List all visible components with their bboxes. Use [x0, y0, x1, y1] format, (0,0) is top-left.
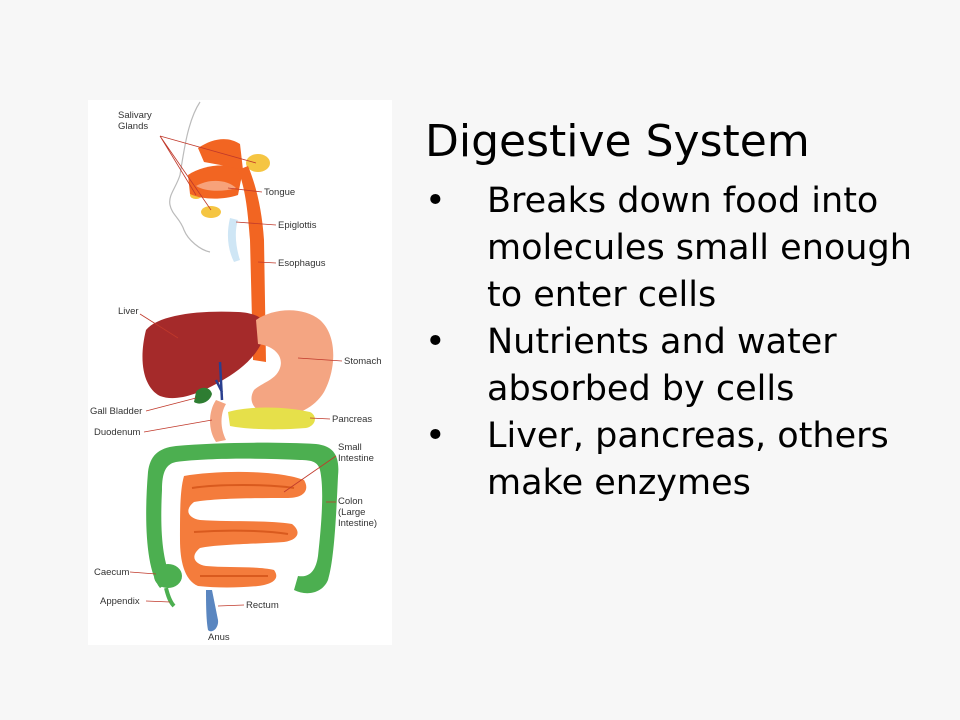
bullet-item: • Breaks down food into molecules small … [425, 178, 945, 319]
diagram-illustration: Salivary Glands Tongue Epiglottis Esopha… [90, 101, 382, 643]
leader-epiglottis [235, 221, 277, 226]
leader-esophagus [257, 261, 277, 264]
bile-duct-shape [214, 361, 224, 401]
label-caecum: Caecum [94, 567, 129, 578]
nasal-passage-shape [198, 139, 243, 170]
leader-salivary-glands [159, 135, 257, 211]
bullet-text: Nutrients and water absorbed by cells [487, 322, 837, 409]
duodenum-shape [210, 400, 226, 442]
bullet-text: Breaks down food into molecules small en… [487, 181, 912, 315]
leader-pancreas [309, 417, 331, 420]
label-stomach: Stomach [344, 356, 382, 367]
label-appendix: Appendix [100, 596, 140, 607]
rectum-shape [206, 590, 219, 632]
leader-tongue [227, 187, 263, 193]
label-rectum: Rectum [246, 600, 279, 611]
slide-title: Digestive System [425, 116, 810, 167]
digestive-system-diagram: Salivary Glands Tongue Epiglottis Esopha… [88, 100, 392, 645]
small-intestine-folds [191, 484, 295, 577]
trachea-shape [227, 218, 240, 262]
label-salivary-glands-line1: Salivary [118, 110, 152, 121]
bullet-glyph: • [425, 416, 446, 456]
label-colon-line2: (Large [338, 507, 365, 518]
tongue-shape [196, 180, 236, 191]
leader-appendix [145, 600, 171, 603]
caecum-shape [154, 564, 182, 588]
label-liver: Liver [118, 306, 139, 317]
appendix-shape [164, 587, 176, 608]
stomach-shape [251, 310, 334, 416]
small-intestine-shape [180, 471, 307, 588]
label-colon-line1: Colon [338, 496, 363, 507]
bullet-list: • Breaks down food into molecules small … [425, 178, 945, 507]
bullet-text: Liver, pancreas, others make enzymes [487, 416, 889, 503]
bullet-item: • Liver, pancreas, others make enzymes [425, 413, 945, 507]
label-pancreas: Pancreas [332, 414, 372, 425]
label-tongue: Tongue [264, 187, 295, 198]
salivary-gland-shape [246, 154, 270, 172]
liver-shape [142, 311, 267, 399]
leader-gall-bladder [145, 397, 197, 412]
label-esophagus: Esophagus [278, 258, 326, 269]
salivary-gland-shape [201, 206, 221, 218]
label-small-intestine-line2: Intestine [338, 453, 374, 464]
head-outline [169, 101, 211, 253]
bullet-item: • Nutrients and water absorbed by cells [425, 319, 945, 413]
gall-bladder-shape [194, 387, 212, 404]
leader-rectum [217, 604, 245, 607]
label-epiglottis: Epiglottis [278, 220, 317, 231]
label-gall-bladder: Gall Bladder [90, 406, 142, 417]
leader-caecum [129, 571, 157, 575]
slide-text-block: Digestive System • Breaks down food into… [425, 112, 945, 507]
pancreas-shape [228, 407, 315, 430]
label-small-intestine-line1: Small [338, 442, 362, 453]
leader-stomach [297, 357, 343, 362]
leader-duodenum [143, 419, 213, 433]
leader-small-intestine [283, 455, 337, 493]
leader-liver [139, 313, 179, 339]
bullet-glyph: • [425, 322, 446, 362]
label-anus: Anus [208, 632, 230, 643]
label-salivary-glands-line2: Glands [118, 121, 148, 132]
esophagus-shape [238, 166, 266, 362]
label-duodenum: Duodenum [94, 427, 141, 438]
label-colon-line3: Intestine) [338, 518, 377, 529]
bullet-glyph: • [425, 181, 446, 221]
